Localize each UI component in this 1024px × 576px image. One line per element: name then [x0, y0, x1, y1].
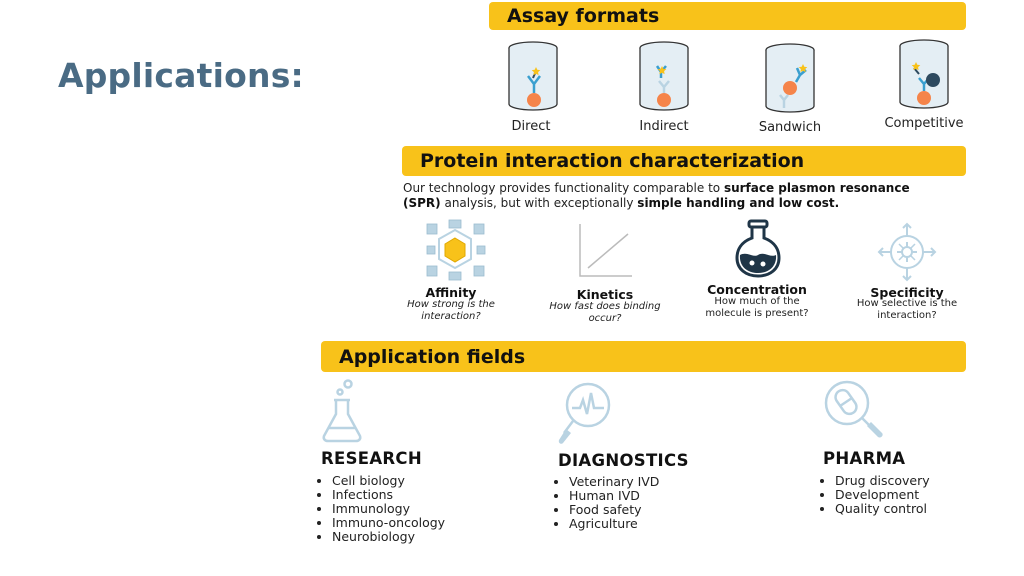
protein-header: Protein interaction characterization — [402, 146, 966, 176]
list-item: Infections — [332, 488, 445, 502]
fields-header: Application fields — [321, 341, 966, 372]
list-item: Immunology — [332, 502, 445, 516]
kinetics-subtitle: How fast does binding occur? — [549, 301, 661, 324]
desc-text-2: analysis, but with exceptionally — [440, 196, 638, 210]
list-item: Immuno-oncology — [332, 516, 445, 530]
pharma-title: PHARMA — [823, 449, 906, 468]
competitive-assay-icon — [899, 39, 949, 109]
list-item: Veterinary IVD — [569, 475, 659, 489]
list-item: Drug discovery — [835, 474, 930, 488]
indirect-assay-icon — [639, 41, 689, 111]
sandwich-assay-icon — [765, 43, 815, 113]
list-item: Neurobiology — [332, 530, 445, 544]
list-item: Cell biology — [332, 474, 445, 488]
diagnostics-title: DIAGNOSTICS — [558, 451, 689, 470]
desc-bold-handling: simple handling and low cost. — [637, 196, 840, 210]
protein-description: Our technology provides functionality co… — [403, 181, 963, 211]
diagnostics-list: Veterinary IVD Human IVD Food safety Agr… — [555, 475, 659, 531]
desc-bold-abbr: (SPR) — [403, 196, 441, 210]
assay-label-direct: Direct — [511, 119, 551, 134]
list-item: Food safety — [569, 503, 659, 517]
desc-bold-spr: surface plasmon resonance — [723, 181, 910, 195]
list-item: Development — [835, 488, 930, 502]
concentration-subtitle: How much of the molecule is present? — [705, 296, 809, 319]
page-title: Applications: — [58, 56, 304, 95]
research-list: Cell biology Infections Immunology Immun… — [318, 474, 445, 544]
concentration-title: Concentration — [707, 282, 807, 297]
kinetics-icon — [579, 224, 632, 277]
magnifier-pulse-icon — [558, 382, 611, 444]
affinity-icon — [426, 219, 486, 281]
research-title: RESEARCH — [321, 449, 422, 468]
direct-assay-icon — [508, 41, 558, 111]
target-icon — [877, 222, 937, 282]
beaker-icon — [322, 379, 362, 443]
desc-text-1: Our technology provides functionality co… — [403, 181, 724, 195]
specificity-subtitle: How selective is the interaction? — [856, 298, 958, 321]
specificity-title: Specificity — [870, 285, 944, 300]
assay-label-indirect: Indirect — [639, 119, 689, 134]
affinity-subtitle: How strong is the interaction? — [407, 299, 495, 322]
list-item: Human IVD — [569, 489, 659, 503]
kinetics-title: Kinetics — [576, 287, 634, 302]
pharma-list: Drug discovery Development Quality contr… — [821, 474, 930, 516]
assay-label-sandwich: Sandwich — [758, 120, 822, 135]
affinity-title: Affinity — [425, 285, 477, 300]
assay-formats-header: Assay formats — [489, 2, 966, 30]
list-item: Agriculture — [569, 517, 659, 531]
flask-icon — [735, 219, 781, 278]
list-item: Quality control — [835, 502, 930, 516]
magnifier-pill-icon — [824, 380, 883, 438]
assay-label-competitive: Competitive — [884, 116, 964, 131]
